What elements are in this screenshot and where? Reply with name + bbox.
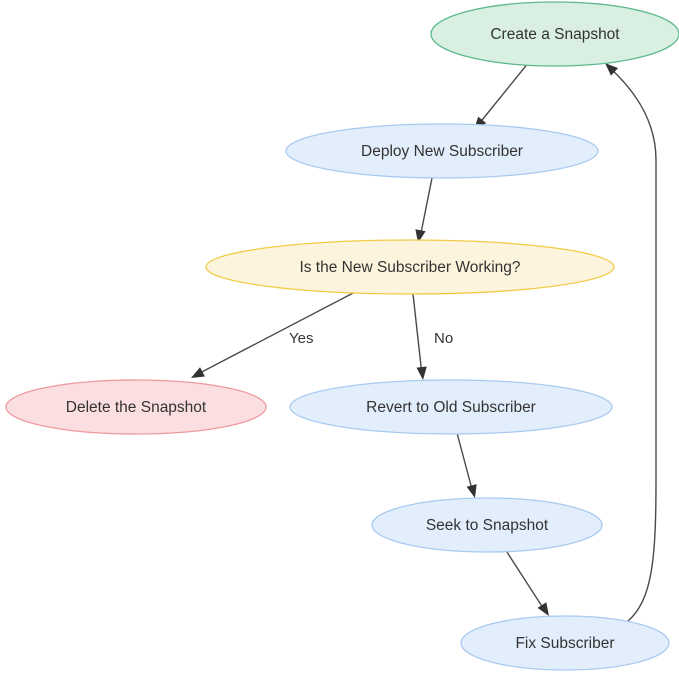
- node-is-working[interactable]: Is the New Subscriber Working?: [205, 239, 615, 295]
- node-label: Revert to Old Subscriber: [366, 399, 536, 416]
- node-shape[interactable]: [371, 497, 603, 553]
- node-shape[interactable]: [5, 379, 267, 435]
- edge-is-working-to-revert-old-subscriber: [412, 293, 427, 380]
- node-delete-snapshot[interactable]: Delete the Snapshot: [5, 379, 267, 435]
- node-shape[interactable]: [285, 123, 599, 179]
- edge-labels-layer: Yes No: [289, 330, 453, 347]
- edge-label-yes: Yes: [289, 330, 313, 347]
- arrowhead-icon: [466, 484, 477, 498]
- edge-line: [195, 290, 358, 376]
- edges-layer: [191, 61, 657, 622]
- node-fix-subscriber[interactable]: Fix Subscriber: [460, 615, 670, 671]
- edge-is-working-to-delete-snapshot: [191, 290, 358, 378]
- node-shape[interactable]: [205, 239, 615, 295]
- edge-label-no: No: [434, 330, 453, 347]
- node-shape[interactable]: [289, 379, 613, 435]
- node-revert-old-subscriber[interactable]: Revert to Old Subscriber: [289, 379, 613, 435]
- arrowhead-icon: [605, 63, 619, 76]
- node-seek-to-snapshot[interactable]: Seek to Snapshot: [371, 497, 603, 553]
- edge-deploy-new-subscriber-to-is-working: [415, 177, 433, 243]
- node-label: Deploy New Subscriber: [361, 143, 523, 160]
- edge-seek-to-snapshot-to-fix-subscriber: [504, 548, 549, 616]
- edge-line: [504, 548, 546, 612]
- node-label: Fix Subscriber: [515, 635, 614, 652]
- node-label: Delete the Snapshot: [66, 399, 207, 416]
- edge-line: [609, 67, 657, 622]
- arrowhead-icon: [537, 602, 549, 616]
- node-label: Create a Snapshot: [490, 26, 620, 43]
- arrowhead-icon: [191, 367, 205, 378]
- arrowhead-icon: [416, 366, 427, 380]
- edge-fix-subscriber-to-create-snapshot: [605, 63, 657, 622]
- node-deploy-new-subscriber[interactable]: Deploy New Subscriber: [285, 123, 599, 179]
- node-create-snapshot[interactable]: Create a Snapshot: [430, 1, 679, 67]
- node-shape[interactable]: [430, 1, 679, 67]
- edge-revert-old-subscriber-to-seek-to-snapshot: [456, 432, 477, 498]
- edge-line: [477, 61, 530, 126]
- node-label: Is the New Subscriber Working?: [299, 259, 520, 276]
- edge-line: [419, 177, 433, 239]
- edge-line: [456, 432, 474, 494]
- node-label: Seek to Snapshot: [426, 517, 549, 534]
- node-shape[interactable]: [460, 615, 670, 671]
- edge-create-snapshot-to-deploy-new-subscriber: [474, 61, 530, 130]
- edge-line: [412, 293, 423, 376]
